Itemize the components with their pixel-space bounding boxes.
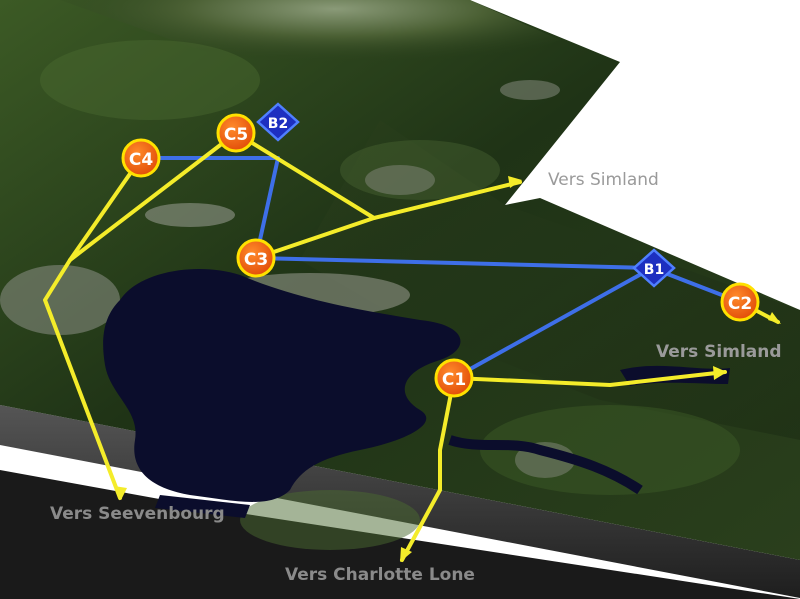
city-marker-c1[interactable]: C1 bbox=[434, 358, 474, 398]
station-markers: B2 B1 bbox=[256, 102, 676, 288]
road-c4-seev bbox=[43, 156, 143, 500]
plateau-shadow bbox=[300, 120, 800, 440]
channel bbox=[155, 495, 250, 518]
city-label-c3: C3 bbox=[244, 250, 268, 270]
city-marker-c2[interactable]: C2 bbox=[720, 282, 760, 322]
city-label-c2: C2 bbox=[728, 294, 752, 314]
arrow-simland-north bbox=[508, 176, 522, 188]
city-label-c5: C5 bbox=[224, 125, 248, 145]
direction-label-seevenbourg: Vers Seevenbourg bbox=[50, 504, 225, 524]
mountain-range bbox=[60, 0, 560, 90]
urban-area bbox=[145, 203, 235, 227]
arrowheads bbox=[114, 176, 781, 562]
station-label-b2: B2 bbox=[268, 116, 288, 132]
arrow-seevenbourg bbox=[114, 486, 127, 500]
direction-label-charlotte-lone: Vers Charlotte Lone bbox=[285, 565, 475, 585]
arrow-c2-east bbox=[768, 312, 781, 324]
station-marker-b2[interactable]: B2 bbox=[256, 102, 300, 142]
rail-b1-c1 bbox=[452, 266, 654, 380]
city-marker-c4[interactable]: C4 bbox=[121, 138, 161, 178]
direction-label-simland-east: Vers Simland bbox=[656, 342, 782, 362]
urban-area bbox=[500, 80, 560, 100]
city-markers: C4 C5 C3 C1 C2 bbox=[121, 113, 760, 398]
rail-c3-b1 bbox=[254, 256, 654, 270]
lake bbox=[103, 268, 461, 502]
direction-labels: Vers Simland Vers Simland Vers Seevenbou… bbox=[50, 170, 782, 585]
arrow-charlotte-lone bbox=[400, 547, 412, 562]
station-label-b1: B1 bbox=[644, 262, 664, 278]
city-label-c4: C4 bbox=[129, 150, 153, 170]
road-c1-charlotte bbox=[400, 376, 456, 562]
urban-area bbox=[365, 165, 435, 195]
city-label-c1: C1 bbox=[442, 370, 466, 390]
cliff-front-lower bbox=[0, 470, 800, 599]
city-marker-c5[interactable]: C5 bbox=[216, 113, 256, 153]
arrow-simland-east bbox=[713, 366, 727, 380]
river bbox=[448, 435, 643, 495]
city-marker-c3[interactable]: C3 bbox=[236, 238, 276, 278]
road-c1-sim-east bbox=[452, 370, 727, 387]
direction-label-simland-north: Vers Simland bbox=[548, 170, 659, 190]
urban-area bbox=[0, 265, 120, 335]
road-c5-seev bbox=[68, 131, 238, 262]
road-c3-split bbox=[254, 216, 376, 260]
station-marker-b1[interactable]: B1 bbox=[632, 248, 676, 288]
